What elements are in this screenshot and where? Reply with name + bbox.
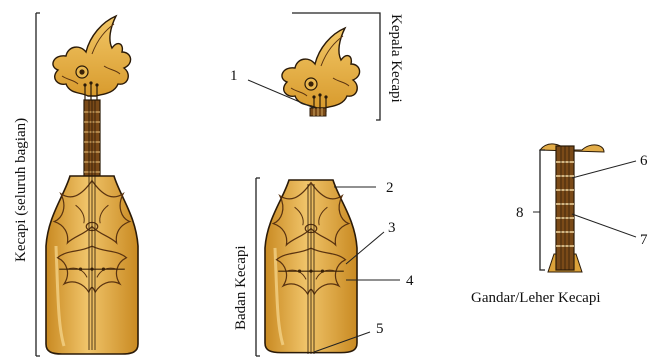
body-label: Badan Kecapi (233, 245, 249, 330)
callout-5: 5 (376, 321, 384, 337)
neck-caption: Gandar/Leher Kecapi (471, 290, 601, 306)
kecapi-neck-detail: 8 6 7 Gandar/Leher Kecapi (471, 144, 648, 306)
whole-label: Kecapi (seluruh bagian) (13, 118, 29, 262)
whole-head (53, 16, 131, 100)
neck-bracket (540, 150, 545, 270)
kecapi-whole: Kecapi (seluruh bagian) (13, 13, 138, 356)
kecapi-body-detail: Badan Kecapi 2 3 4 5 (233, 178, 414, 356)
callout-1: 1 (230, 68, 238, 84)
callout-4: 4 (406, 273, 414, 289)
callout-8: 8 (516, 205, 524, 221)
body-bracket (256, 178, 260, 356)
head-label: Kepala Kecapi (388, 14, 404, 103)
callout-7: 7 (640, 232, 648, 248)
callout-6: 6 (640, 153, 648, 169)
callout-6-line (572, 161, 636, 178)
callout-7-line (572, 214, 636, 237)
callout-2: 2 (386, 180, 394, 196)
callout-3: 3 (388, 220, 396, 236)
whole-bracket (36, 13, 40, 356)
kecapi-head-detail: Kepala Kecapi 1 (230, 13, 404, 120)
